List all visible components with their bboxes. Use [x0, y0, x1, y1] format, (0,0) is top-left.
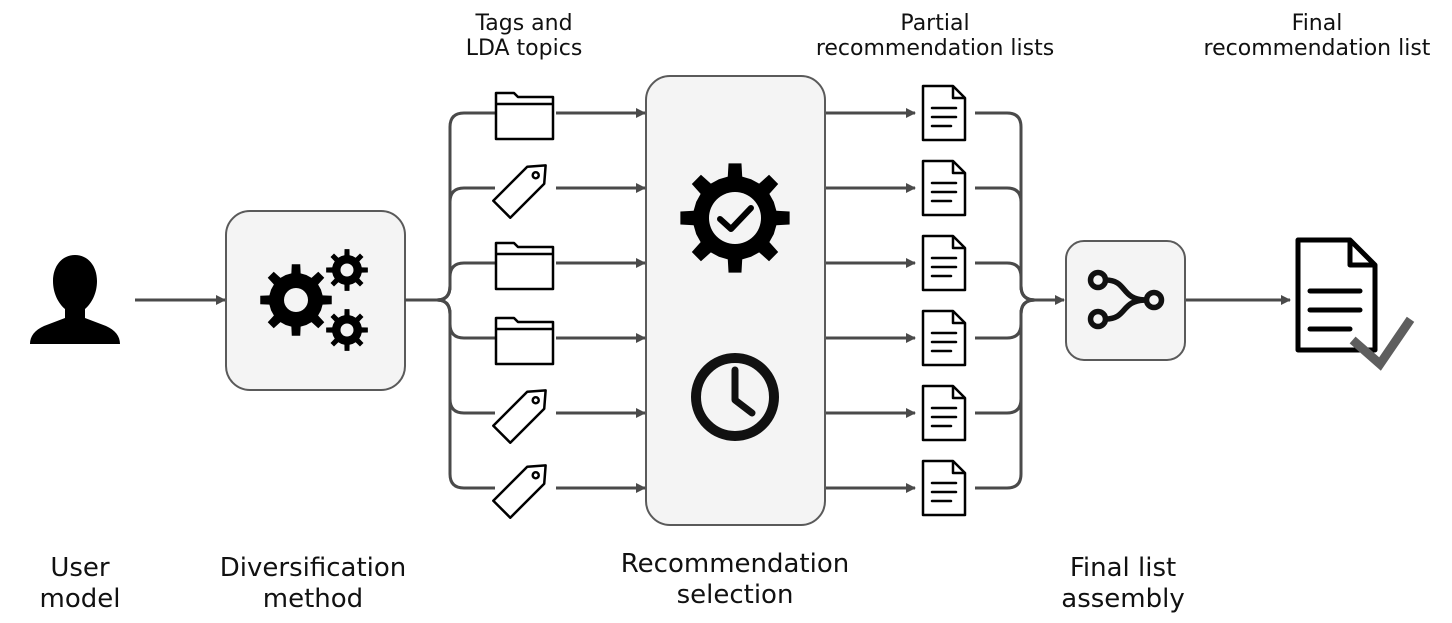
merge-icon — [1087, 269, 1165, 330]
user-icon — [30, 255, 120, 344]
clock-icon — [691, 353, 779, 441]
branch-connector — [432, 186, 495, 302]
label-user-model-line2: model — [39, 583, 121, 614]
header-partial-lists-line1: Partial — [900, 11, 970, 36]
header-tags-topics-line1: Tags and — [475, 11, 573, 36]
partial-list-document-icon — [921, 84, 967, 142]
assembly-box — [1065, 240, 1186, 361]
branch-connector — [432, 298, 495, 490]
partial-list-document-icon — [921, 309, 967, 367]
label-selection-line1: Recommendation — [620, 549, 850, 579]
header-final-list-line1: Final — [1291, 11, 1343, 36]
header-partial-lists: Partial recommendation lists — [800, 11, 1070, 62]
tag-icon — [492, 464, 547, 519]
header-tags-topics: Tags and LDA topics — [444, 11, 604, 62]
tag-icon — [492, 389, 547, 444]
header-tags-topics-line2: LDA topics — [465, 35, 583, 61]
partial-list-document-icon — [921, 159, 967, 217]
fan-in-connectors — [975, 111, 1065, 490]
label-user-model-line1: User — [50, 553, 110, 583]
merge-connector — [975, 261, 1036, 302]
label-assembly: Final list assembly — [1043, 553, 1203, 614]
label-diversification-line1: Diversification — [219, 553, 407, 583]
merge-connector — [975, 111, 1036, 302]
merge-connector — [975, 298, 1036, 490]
tag-icon — [492, 164, 547, 219]
label-user-model: User model — [20, 553, 140, 614]
header-final-list: Final recommendation list — [1196, 11, 1438, 62]
selection-box — [645, 75, 826, 526]
branch-connector — [432, 111, 495, 302]
header-final-list-line2: recommendation list — [1203, 35, 1431, 61]
label-assembly-line1: Final list — [1069, 553, 1177, 583]
folder-icon — [494, 91, 555, 141]
header-partial-lists-line2: recommendation lists — [815, 35, 1055, 61]
branch-connector — [432, 298, 495, 415]
merge-connector — [975, 298, 1036, 340]
merge-connector — [975, 298, 1036, 415]
gear-check-icon — [680, 163, 790, 273]
final-document-icon — [1295, 237, 1378, 353]
branch-connector — [432, 298, 495, 340]
folder-icon — [494, 241, 555, 291]
label-assembly-line2: assembly — [1061, 583, 1185, 614]
folder-icon — [494, 316, 555, 366]
label-selection-line2: selection — [676, 579, 794, 610]
fan-out-connectors — [405, 111, 495, 490]
label-selection: Recommendation selection — [603, 549, 867, 610]
partial-list-document-icon — [921, 459, 967, 517]
partial-list-document-icon — [921, 384, 967, 442]
label-diversification-line2: method — [262, 583, 364, 614]
partial-list-document-icon — [921, 234, 967, 292]
branch-connector — [432, 261, 495, 302]
merge-connector — [975, 186, 1036, 302]
gears-icon — [260, 249, 368, 351]
label-diversification: Diversification method — [203, 553, 423, 614]
checkmark-icon — [1349, 316, 1415, 371]
